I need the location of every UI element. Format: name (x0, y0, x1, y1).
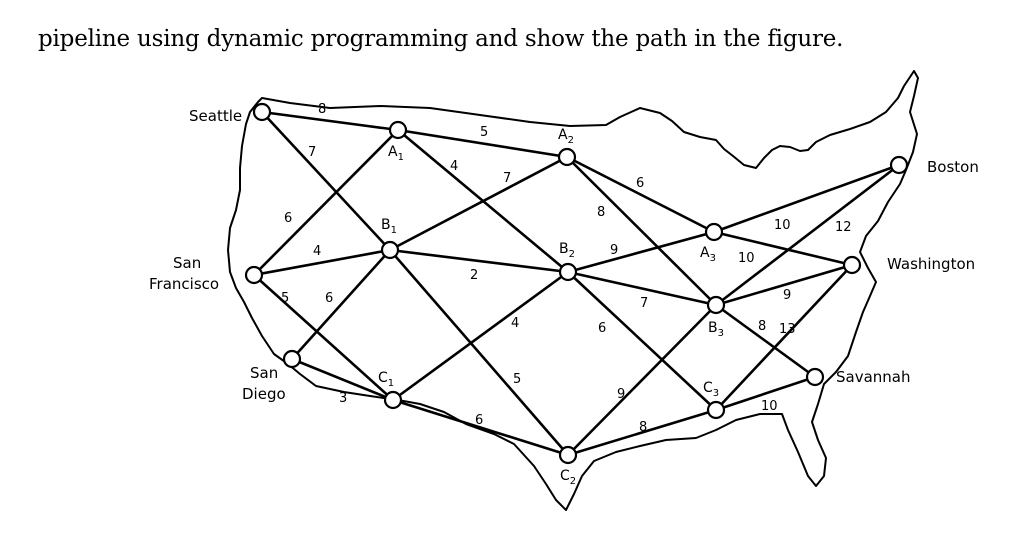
edge-sf-a1 (252, 128, 400, 277)
weight-c1-c2: 6 (475, 413, 483, 428)
node-seattle (252, 102, 272, 122)
weight-b3-savannah: 8 (758, 319, 766, 334)
weight-b1-c2: 4 (511, 316, 519, 331)
edge-b3-savannah (714, 303, 817, 379)
edge-c3-savannah (714, 375, 817, 412)
edge-c3-washington (714, 263, 854, 412)
edge-c1-c2 (391, 398, 570, 457)
edge-sd-c1 (290, 357, 395, 402)
node-c2 (558, 445, 578, 465)
node-c1 (383, 390, 403, 410)
edge-a3-boston (712, 163, 901, 234)
weight-b2-b3: 7 (640, 296, 648, 311)
edge-c2-b3 (566, 303, 718, 457)
label-savannah: Savannah (836, 368, 911, 386)
edge-b2-b3 (566, 270, 718, 307)
label-a3: A3 (700, 245, 716, 264)
label-a1: A1 (388, 144, 404, 163)
edge-b3-boston (714, 163, 901, 307)
weight-a3-washington: 10 (738, 251, 755, 266)
weight-a2-b3: 8 (597, 205, 605, 220)
weight-b1-a2: 7 (503, 171, 511, 186)
edge-a2-a3 (565, 155, 716, 234)
node-a2 (557, 147, 577, 167)
node-san-francisco (244, 265, 264, 285)
weight-b1-b2: 2 (470, 268, 478, 283)
label-c2: C2 (560, 468, 576, 487)
edge-seattle-a1 (260, 110, 400, 132)
label-seattle: Seattle (189, 107, 242, 125)
weight-a2-a3: 6 (636, 176, 644, 191)
edge-sf-c1 (252, 273, 395, 402)
edge-seattle-b1 (260, 110, 392, 252)
node-b1 (380, 240, 400, 260)
weight-sf-a1: 6 (284, 211, 292, 226)
weight-a1-b2: 4 (450, 159, 458, 174)
node-boston (889, 155, 909, 175)
weight-a1-a2: 5 (480, 125, 488, 140)
edge-b2-c3 (566, 270, 718, 412)
weight-sf-b1: 4 (313, 244, 321, 259)
weight-seattle-b1: 7 (308, 145, 316, 160)
weight-b3-washington: 9 (783, 288, 791, 303)
edge-c1-b2 (391, 270, 570, 402)
node-san-diego (282, 349, 302, 369)
weight-sf-c1: 5 (281, 291, 289, 306)
edge-b1-b2 (388, 248, 570, 274)
edge-b3-washington (714, 263, 854, 307)
label-san-diego-line1: San (250, 364, 278, 382)
edge-c2-c3 (566, 408, 718, 457)
node-a3 (704, 222, 724, 242)
label-b3: B3 (708, 320, 724, 339)
label-washington: Washington (887, 255, 975, 273)
pipeline-edges (252, 110, 901, 457)
node-b2 (558, 262, 578, 282)
node-c3 (706, 400, 726, 420)
node-a1 (388, 120, 408, 140)
label-boston: Boston (927, 158, 979, 176)
weight-c2-b3: 9 (617, 387, 625, 402)
node-savannah (805, 367, 825, 387)
weight-seattle-a1: 8 (318, 102, 326, 117)
edge-a3-washington (712, 230, 854, 267)
weight-sd-c1: 3 (339, 391, 347, 406)
edge-sf-b1 (252, 248, 392, 277)
weight-b2-a3: 9 (610, 243, 618, 258)
label-c3: C3 (703, 380, 719, 399)
edge-a1-a2 (396, 128, 569, 159)
weight-b3-boston: 12 (835, 220, 852, 235)
weight-sd-b1: 6 (325, 291, 333, 306)
edge-sd-b1 (290, 248, 392, 361)
weight-c3-savannah: 10 (761, 399, 778, 414)
label-san-francisco-line2: Francisco (149, 275, 219, 293)
page-heading: pipeline using dynamic programming and s… (38, 26, 844, 52)
edge-b1-c2 (388, 248, 570, 457)
label-san-francisco-line1: San (173, 254, 201, 272)
label-a2: A2 (558, 127, 574, 146)
node-b3 (706, 295, 726, 315)
weight-c1-b2: 5 (513, 372, 521, 387)
us-map-outline (227, 70, 919, 511)
weight-c3-washington: 13 (779, 322, 796, 337)
node-washington (842, 255, 862, 275)
edge-a2-b3 (565, 155, 718, 307)
label-b1: B1 (381, 217, 397, 236)
weight-c2-c3: 8 (639, 420, 647, 435)
label-san-diego-line2: Diego (242, 385, 286, 403)
weight-b2-c3: 6 (598, 321, 606, 336)
edge-weights: 8 7 6 4 5 6 3 5 4 7 2 4 5 6 6 8 9 7 6 9 … (281, 102, 852, 435)
label-c1: C1 (378, 370, 394, 389)
edge-b2-a3 (566, 230, 716, 274)
weight-a3-boston: 10 (774, 218, 791, 233)
edge-b1-a2 (388, 155, 569, 252)
pipeline-nodes (244, 102, 909, 465)
label-b2: B2 (559, 241, 575, 260)
